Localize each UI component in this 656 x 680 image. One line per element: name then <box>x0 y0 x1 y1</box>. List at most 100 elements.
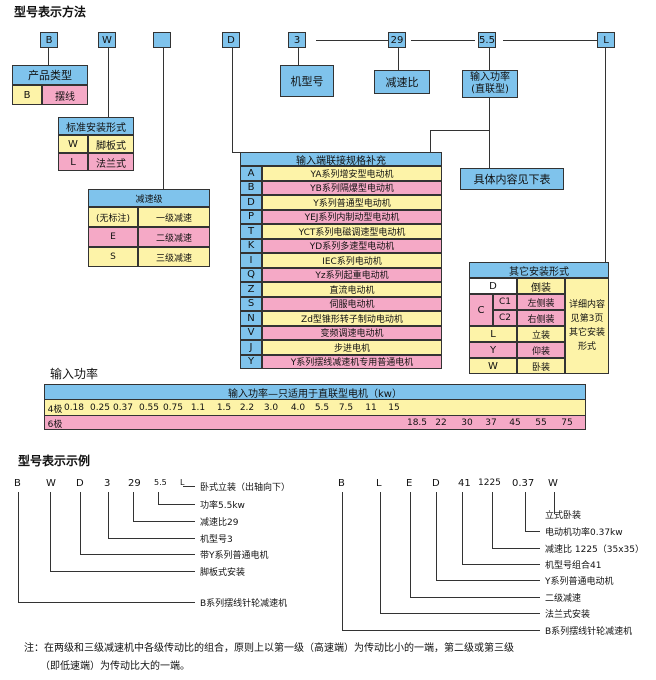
product-type-header: 产品类型 <box>12 65 88 85</box>
mount-std-value: 法兰式 <box>88 153 134 171</box>
ex1-label: 功率5.5kw <box>200 501 245 511</box>
power-value-6: 55 <box>535 418 547 428</box>
mount-std-code: W <box>58 135 88 153</box>
leader-line <box>133 492 134 521</box>
power-value-6: 45 <box>509 418 521 428</box>
power-value-4: 3.0 <box>263 403 279 413</box>
ex2-code: B <box>338 478 345 489</box>
ex2-code: W <box>548 478 558 489</box>
other-mount-note-line: 见第3页 <box>570 314 604 324</box>
other-mount-code: W <box>469 358 517 374</box>
ex1-label: 带Y系列普通电机 <box>200 551 269 561</box>
other-mount-sub: C2 <box>493 310 517 326</box>
ex2-label: 电动机功率0.37kw <box>545 528 623 538</box>
other-mount-note: 详细内容见第3页其它安装形式 <box>565 278 609 374</box>
other-mount-code: L <box>469 326 517 342</box>
leader-line <box>80 554 195 555</box>
power-value-4: 7.5 <box>338 403 354 413</box>
code-box <box>153 32 171 48</box>
code-box: L <box>597 32 615 48</box>
product-type-code: B <box>12 85 42 105</box>
input-value: Yz系列起重电动机 <box>262 267 442 282</box>
other-mount-note-line: 形式 <box>577 342 596 352</box>
power-value-4: 4.0 <box>290 403 306 413</box>
ex2-code: D <box>432 478 440 489</box>
leader-line <box>492 548 540 549</box>
ex1-label: 机型号3 <box>200 535 233 545</box>
leader-line <box>183 486 195 487</box>
power-value-6: 30 <box>461 418 473 428</box>
leader-line <box>462 492 463 564</box>
code-label: 输入功率 (直联型) <box>462 70 518 98</box>
input-code: V <box>240 325 262 340</box>
reduction-code: E <box>88 227 138 247</box>
power-row6-label: 6极 <box>47 419 63 430</box>
leader-line <box>18 602 195 603</box>
ex1-label: B系列摆线针轮减速机 <box>200 599 288 609</box>
power-value-4: 1.5 <box>216 403 232 413</box>
leader-line <box>50 492 51 571</box>
power-value-4: 0.18 <box>63 403 85 413</box>
ex1-code: 3 <box>104 478 111 489</box>
input-code: N <box>240 311 262 326</box>
ex1-code: 29 <box>128 478 141 489</box>
input-value: 变频调速电动机 <box>262 325 442 340</box>
power-value-6: 18.5 <box>406 418 428 428</box>
code-box: 29 <box>388 32 406 48</box>
ex2-label: B系列摆线针轮减速机 <box>545 627 633 637</box>
content-note: 具体内容见下表 <box>460 168 564 190</box>
leader-line <box>108 538 195 539</box>
input-code: S <box>240 296 262 311</box>
ex2-code: E <box>406 478 413 489</box>
power-value-4: 0.75 <box>162 403 184 413</box>
input-code: T <box>240 224 262 239</box>
reduction-value: 三级减速 <box>138 247 210 267</box>
power-title: 输入功率 <box>50 367 99 381</box>
power-value-4: 5.5 <box>314 403 330 413</box>
input-value: Y系列普通型电动机 <box>262 195 442 210</box>
ex1-code: B <box>14 478 21 489</box>
power-value-6: 22 <box>435 418 447 428</box>
leader-line <box>380 492 381 613</box>
power-value-4: 15 <box>388 403 400 413</box>
input-value: IEC系列电动机 <box>262 253 442 268</box>
ex2-code: 1225 <box>478 478 501 488</box>
other-mount-code: D <box>469 278 517 294</box>
input-code: Q <box>240 267 262 282</box>
leader-line <box>436 580 540 581</box>
code-box: D <box>222 32 240 48</box>
input-header: 输入端联接规格补充 <box>240 152 442 166</box>
input-value: 直流电动机 <box>262 282 442 297</box>
power-value-4: 2.2 <box>239 403 255 413</box>
other-mount-header: 其它安装形式 <box>469 262 609 278</box>
leader-line <box>50 571 195 572</box>
power-header: 输入功率—只适用于直联型电机（kw） <box>44 384 586 400</box>
ex1-label: 卧式立装（出轴向下） <box>200 483 291 493</box>
input-code: Y <box>240 354 262 369</box>
input-code: J <box>240 340 262 355</box>
power-value-4: 0.25 <box>89 403 111 413</box>
code-label: 减速比 <box>374 70 430 94</box>
power-value-6: 37 <box>485 418 497 428</box>
input-code: Z <box>240 282 262 297</box>
ex2-label: 二级减速 <box>545 594 582 604</box>
leader-line <box>80 492 81 554</box>
input-code: K <box>240 238 262 253</box>
ex2-code: 41 <box>458 478 471 489</box>
power-value-4: 11 <box>365 403 377 413</box>
input-value: YD系列多速型电动机 <box>262 238 442 253</box>
other-mount-sub: C1 <box>493 294 517 310</box>
code-box: 5.5 <box>478 32 496 48</box>
ex1-code: D <box>76 478 84 489</box>
mount-std-code: L <box>58 153 88 171</box>
example-title: 型号表示示例 <box>18 454 91 468</box>
reduction-value: 二级减速 <box>138 227 210 247</box>
note-line-2: （即低速端）为传动比大的一端。 <box>40 661 190 672</box>
page-title: 型号表示方法 <box>14 5 87 19</box>
leader-line <box>554 492 555 514</box>
input-value: Zd型锥形转子制动电动机 <box>262 311 442 326</box>
ex2-code: 0.37 <box>512 478 535 489</box>
code-box: W <box>98 32 116 48</box>
input-value: 伺服电动机 <box>262 296 442 311</box>
leader-line <box>18 492 19 602</box>
